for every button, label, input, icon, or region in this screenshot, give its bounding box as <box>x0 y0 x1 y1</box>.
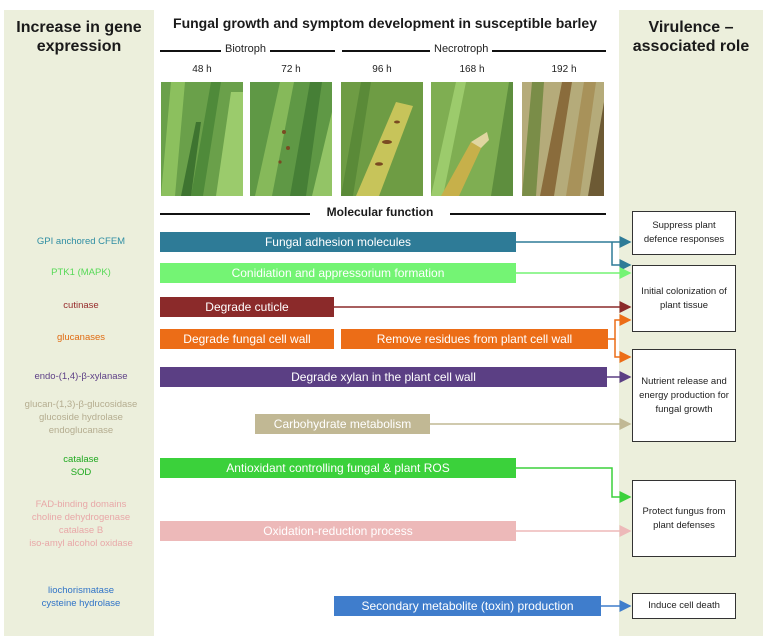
gene-gpi-cfem: GPI anchored CFEM <box>36 236 126 247</box>
virulence-role-title: Virulence – associated role <box>632 19 750 56</box>
molecular-function-line-left <box>160 213 310 215</box>
role-initial-colonization: Initial colonization of plant tissue <box>632 265 736 332</box>
leaf-photo-96h <box>341 82 423 196</box>
role-suppress-defence: Suppress plant defence responses <box>632 211 736 255</box>
gene-ptk1: PTK1 (MAPK) <box>51 267 111 278</box>
diagram-title: Fungal growth and symptom development in… <box>173 15 597 31</box>
gene-oxidoreductase-group: FAD-binding domains choline dehydrogenas… <box>29 499 133 549</box>
biotroph-label: Biotroph <box>221 43 270 55</box>
bar-antioxidant: Antioxidant controlling fungal & plant R… <box>160 458 516 478</box>
bar-degrade-fungal-cell-wall: Degrade fungal cell wall <box>160 329 334 349</box>
left-panel <box>4 10 154 636</box>
role-induce-cell-death: Induce cell death <box>632 593 736 619</box>
timepoint-192h: 192 h <box>551 64 577 75</box>
role-protect-fungus: Protect fungus from plant defenses <box>632 480 736 557</box>
timepoint-72h: 72 h <box>281 64 301 75</box>
bar-fungal-adhesion: Fungal adhesion molecules <box>160 232 516 252</box>
timepoint-48h: 48 h <box>192 64 212 75</box>
molecular-function-title: Molecular function <box>326 205 434 219</box>
bar-degrade-cuticle: Degrade cuticle <box>160 297 334 317</box>
gene-xylanase: endo-(1,4)-β-xylanase <box>34 371 128 382</box>
timepoint-168h: 168 h <box>459 64 485 75</box>
bar-conidiation: Conidiation and appressorium formation <box>160 263 516 283</box>
gene-isochorismatase-group: liochorismatase cysteine hydrolase <box>41 585 121 609</box>
gene-glucosidase-group: glucan-(1,3)-β-glucosidase glucoside hyd… <box>24 399 138 436</box>
gene-expression-title: Increase in gene expression <box>16 19 142 56</box>
bar-carbohydrate-metabolism: Carbohydrate metabolism <box>255 414 430 434</box>
leaf-photo-192h <box>522 82 604 196</box>
gene-cutinase: cutinase <box>63 300 99 311</box>
bar-remove-residues: Remove residues from plant cell wall <box>341 329 608 349</box>
role-nutrient-release: Nutrient release and energy production f… <box>632 349 736 442</box>
necrotroph-label: Necrotroph <box>430 43 493 55</box>
gene-catalase-sod: catalase SOD <box>63 454 99 478</box>
leaf-photo-72h <box>250 82 332 196</box>
bar-oxidation-reduction: Oxidation-reduction process <box>160 521 516 541</box>
bar-degrade-xylan: Degrade xylan in the plant cell wall <box>160 367 607 387</box>
timepoint-96h: 96 h <box>372 64 392 75</box>
gene-glucanases: glucanases <box>56 332 106 343</box>
leaf-photo-168h <box>431 82 513 196</box>
bar-secondary-metabolite: Secondary metabolite (toxin) production <box>334 596 601 616</box>
molecular-function-line-right <box>450 213 606 215</box>
leaf-photo-48h <box>161 82 243 196</box>
